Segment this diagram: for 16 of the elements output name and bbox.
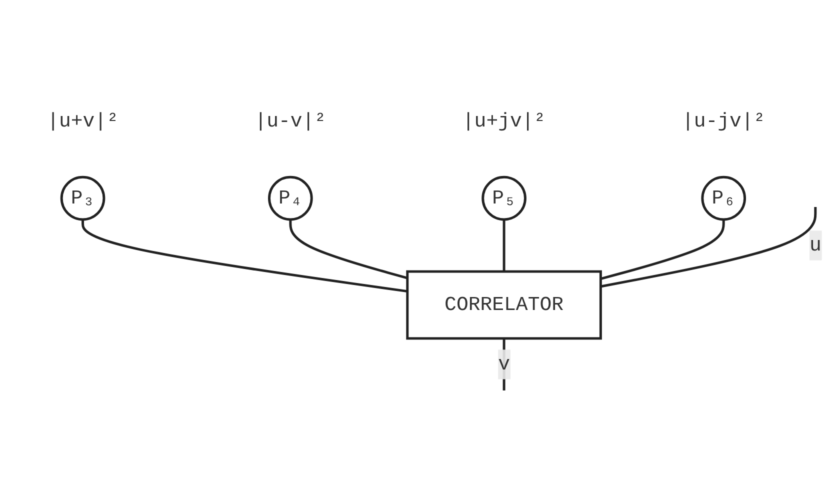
node-label: |u-jv|² xyxy=(682,110,766,132)
node-circle: P₆ xyxy=(701,176,746,220)
connector xyxy=(600,219,725,280)
connector xyxy=(289,219,408,279)
node-label: |u+jv|² xyxy=(462,110,546,132)
node-circle: P₄ xyxy=(268,176,313,220)
connector xyxy=(600,206,817,288)
edge-label: v xyxy=(498,352,510,376)
edge-label: u xyxy=(809,234,822,256)
node-label: |u-v|² xyxy=(254,110,326,132)
connector xyxy=(82,219,408,292)
node-label: |u+v|² xyxy=(47,110,118,132)
node-circle: P₅ xyxy=(482,176,526,220)
connector xyxy=(502,219,506,272)
node-box: CORRELATOR xyxy=(406,270,602,340)
node-circle: P₃ xyxy=(60,176,106,220)
